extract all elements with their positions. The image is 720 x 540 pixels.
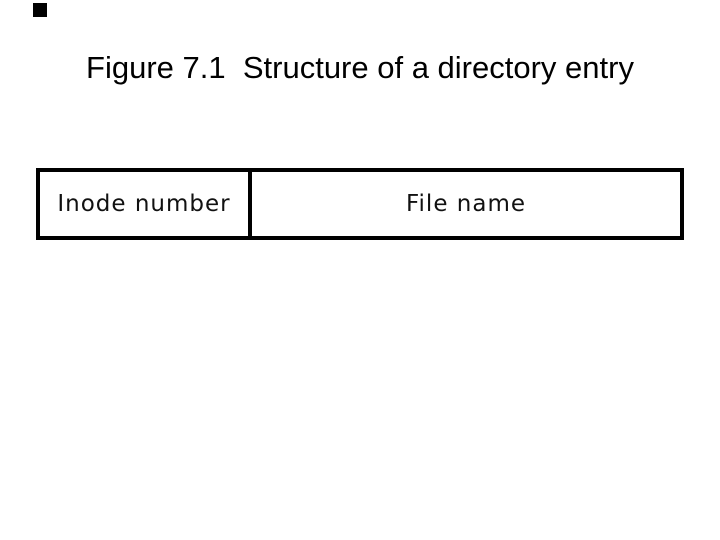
slide-title: Figure 7.1 Structure of a directory entr… [86,50,634,85]
corner-marker-square [33,3,47,17]
inode-number-cell: Inode number [40,172,252,236]
inode-number-label: Inode number [57,191,231,217]
file-name-cell: File name [252,172,680,236]
directory-entry-diagram: Inode number File name [36,168,684,240]
file-name-label: File name [405,191,527,217]
